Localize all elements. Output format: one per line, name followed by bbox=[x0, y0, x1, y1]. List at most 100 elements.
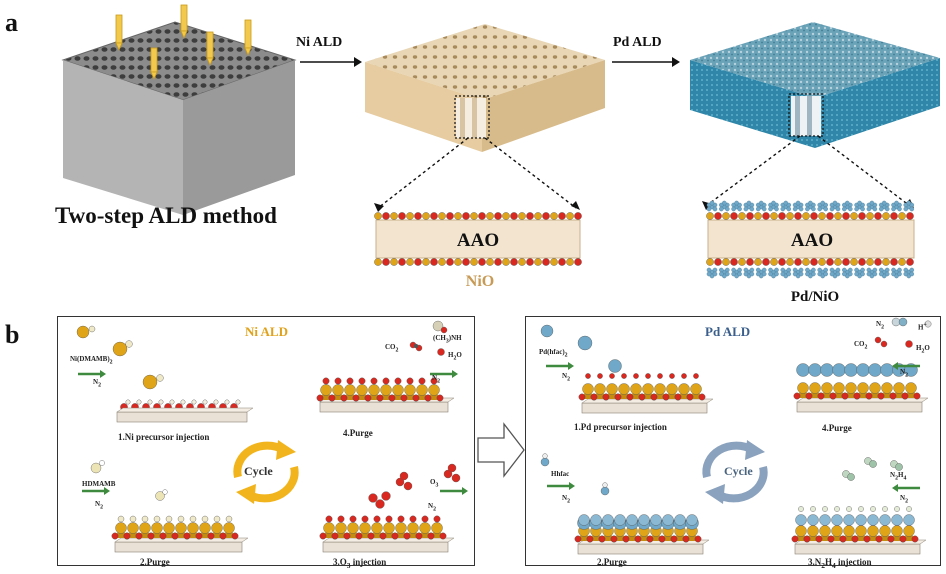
o-atom bbox=[681, 373, 687, 379]
nio-atom bbox=[390, 212, 398, 220]
ni-step2-label: 2.Purge bbox=[140, 557, 170, 567]
nio-atom bbox=[714, 212, 722, 220]
ni-atom bbox=[320, 384, 332, 396]
o-atom bbox=[159, 532, 167, 540]
o3-molecule bbox=[403, 481, 413, 491]
co2-molecule bbox=[874, 336, 882, 344]
ni-atom bbox=[795, 525, 807, 537]
h-atom bbox=[158, 399, 164, 405]
o-atom bbox=[609, 373, 615, 379]
o-atom bbox=[436, 394, 444, 402]
ni-atom bbox=[891, 525, 903, 537]
nio-atom bbox=[858, 258, 866, 266]
nio-atom bbox=[730, 258, 738, 266]
pd-step3-label: 3.N2H4 injection bbox=[808, 557, 872, 570]
nio-atom bbox=[762, 258, 770, 266]
o3-molecule bbox=[451, 473, 461, 483]
o-atom bbox=[839, 535, 847, 543]
ni-atom bbox=[428, 384, 440, 396]
pd-atom bbox=[879, 514, 891, 526]
o-atom bbox=[578, 393, 586, 401]
aao-template-block bbox=[61, 4, 297, 215]
nio-atom bbox=[818, 212, 826, 220]
nio-atom bbox=[746, 212, 754, 220]
o-atom bbox=[853, 392, 861, 400]
c-atom bbox=[413, 343, 419, 349]
aao-label-2: AAO bbox=[790, 230, 834, 251]
nio-atom bbox=[438, 258, 446, 266]
ni-atom bbox=[344, 384, 356, 396]
nio-atom bbox=[866, 212, 874, 220]
ni-atom bbox=[881, 382, 893, 394]
h-atom bbox=[129, 515, 137, 523]
o-atom bbox=[385, 515, 393, 523]
o-atom bbox=[349, 515, 357, 523]
nio-atom bbox=[802, 212, 810, 220]
o-atom bbox=[614, 393, 622, 401]
ni-atom bbox=[654, 383, 666, 395]
n2-flow-arrowhead bbox=[892, 362, 898, 370]
h-atom bbox=[88, 325, 96, 333]
o-atom bbox=[658, 535, 666, 543]
o-atom bbox=[135, 532, 143, 540]
nio-atom bbox=[382, 258, 390, 266]
o-atom bbox=[337, 515, 345, 523]
ni-precursor-molecule bbox=[142, 374, 158, 390]
ni-atom bbox=[630, 383, 642, 395]
nio-atom bbox=[382, 212, 390, 220]
nio-atom bbox=[834, 258, 842, 266]
h-atom bbox=[213, 515, 221, 523]
pd-atom bbox=[868, 363, 882, 377]
o-atom bbox=[421, 515, 429, 523]
pd-atom bbox=[638, 514, 650, 526]
pd-cluster bbox=[792, 267, 804, 279]
o-atom bbox=[698, 393, 706, 401]
h2o-molecule bbox=[905, 340, 913, 348]
o-atom bbox=[340, 394, 348, 402]
nio-atom bbox=[574, 258, 582, 266]
pd-cluster bbox=[743, 267, 755, 279]
panel-b-drawing bbox=[76, 317, 932, 555]
pd-cluster bbox=[842, 267, 853, 279]
hhfac-molecule bbox=[540, 457, 550, 467]
nio-atom bbox=[486, 258, 494, 266]
pd-cluster bbox=[731, 200, 742, 212]
nio-atom bbox=[374, 212, 382, 220]
pd-cluster bbox=[878, 267, 890, 279]
pd-ald-box bbox=[525, 316, 941, 566]
o3-molecule bbox=[381, 491, 391, 501]
nio-atom bbox=[882, 212, 890, 220]
h-atom bbox=[153, 515, 161, 523]
h-atom bbox=[906, 506, 912, 512]
h-atom bbox=[201, 515, 209, 523]
o-atom bbox=[887, 535, 895, 543]
ni-step1-label: 1.Ni precursor injection bbox=[118, 432, 210, 442]
ni-atom bbox=[332, 384, 344, 396]
o-atom bbox=[439, 532, 447, 540]
pd-atom bbox=[831, 514, 843, 526]
h-atom bbox=[180, 399, 186, 405]
aao-substrate bbox=[322, 541, 449, 553]
ni-ald-arrow-label: Ni ALD bbox=[296, 35, 343, 50]
o-atom bbox=[358, 377, 366, 385]
o-atom bbox=[803, 535, 811, 543]
h-ion bbox=[924, 320, 932, 328]
nio-atom bbox=[430, 212, 438, 220]
ni-to-pd-arrow bbox=[477, 422, 525, 478]
pd-atom bbox=[796, 363, 810, 377]
h-atom bbox=[542, 453, 548, 459]
nio-atom bbox=[510, 258, 518, 266]
pd-atom bbox=[843, 514, 855, 526]
pd-cluster bbox=[842, 200, 853, 212]
nio-atom bbox=[550, 212, 558, 220]
pd-hplus-label: H+ bbox=[918, 322, 927, 332]
ni-atom bbox=[383, 522, 395, 534]
nio-atom bbox=[542, 212, 550, 220]
h-atom bbox=[810, 506, 816, 512]
o-atom bbox=[346, 377, 354, 385]
nio-atom bbox=[502, 212, 510, 220]
ni-atom bbox=[347, 522, 359, 534]
pd-cycle-label: Cycle bbox=[724, 464, 753, 478]
nio-atom bbox=[486, 212, 494, 220]
o-atom bbox=[415, 532, 423, 540]
